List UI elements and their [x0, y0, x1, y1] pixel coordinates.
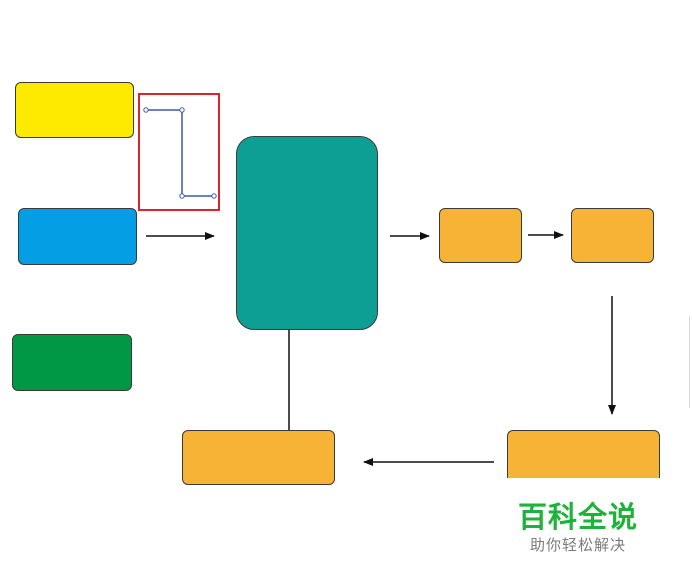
elbow-connector-draft[interactable] [146, 109, 214, 197]
watermark: 百科全说 助你轻松解决 [492, 478, 672, 574]
connector-handle-bend[interactable] [179, 107, 185, 113]
watermark-subtitle: 助你轻松解决 [529, 536, 626, 554]
orange-box-1[interactable] [439, 208, 522, 263]
selection-rectangle[interactable] [138, 93, 220, 211]
orange-box-2[interactable] [571, 208, 654, 263]
teal-block[interactable] [236, 136, 378, 330]
orange-box-3[interactable] [182, 430, 335, 485]
connector-handle-end[interactable] [211, 193, 217, 199]
yellow-box[interactable] [15, 82, 134, 138]
connector-handle-bend-2[interactable] [179, 193, 185, 199]
blue-box[interactable] [18, 208, 137, 265]
connector-handle-start[interactable] [143, 107, 149, 113]
watermark-title: 百科全说 [517, 500, 638, 534]
canvas-edge-line [689, 316, 690, 408]
green-box[interactable] [12, 334, 132, 391]
